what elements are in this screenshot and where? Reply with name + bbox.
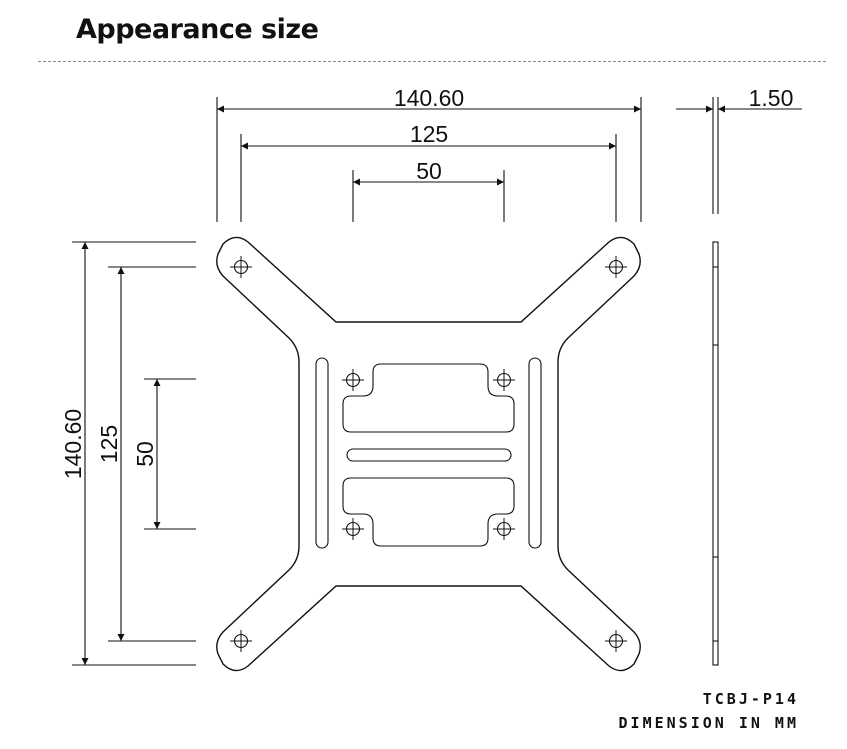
dim-label-left-pitch: 125 — [96, 425, 122, 463]
thickness-dimension — [676, 97, 802, 214]
page-title: Appearance size — [76, 14, 319, 45]
left-slot — [315, 357, 329, 549]
units-note: DIMENSION IN MM — [618, 714, 799, 732]
inner-hole-top-left — [341, 368, 365, 392]
right-slot — [528, 357, 542, 549]
lower-window — [342, 477, 515, 547]
inner-hole-bottom-right — [492, 517, 516, 541]
dim-label-thickness: 1.50 — [749, 85, 794, 111]
dim-label-top-inner: 50 — [416, 158, 442, 184]
mount-hole-bottom-right — [604, 629, 628, 653]
dim-label-top-overall: 140.60 — [394, 85, 464, 111]
dim-label-left-overall: 140.60 — [60, 409, 86, 479]
side-profile-view — [712, 241, 719, 666]
bracket-outline — [216, 236, 641, 672]
dim-label-left-inner: 50 — [132, 441, 158, 467]
upper-window — [342, 363, 515, 433]
mount-hole-bottom-left — [229, 629, 253, 653]
inner-hole-bottom-left — [341, 517, 365, 541]
left-extension-lines — [72, 241, 196, 666]
title-divider — [38, 61, 826, 62]
center-slot — [346, 448, 512, 462]
dim-label-top-pitch: 125 — [410, 121, 448, 147]
inner-hole-top-right — [492, 368, 516, 392]
model-number: TCBJ-P14 — [702, 690, 799, 708]
mount-hole-top-left — [229, 255, 253, 279]
mount-hole-top-right — [604, 255, 628, 279]
